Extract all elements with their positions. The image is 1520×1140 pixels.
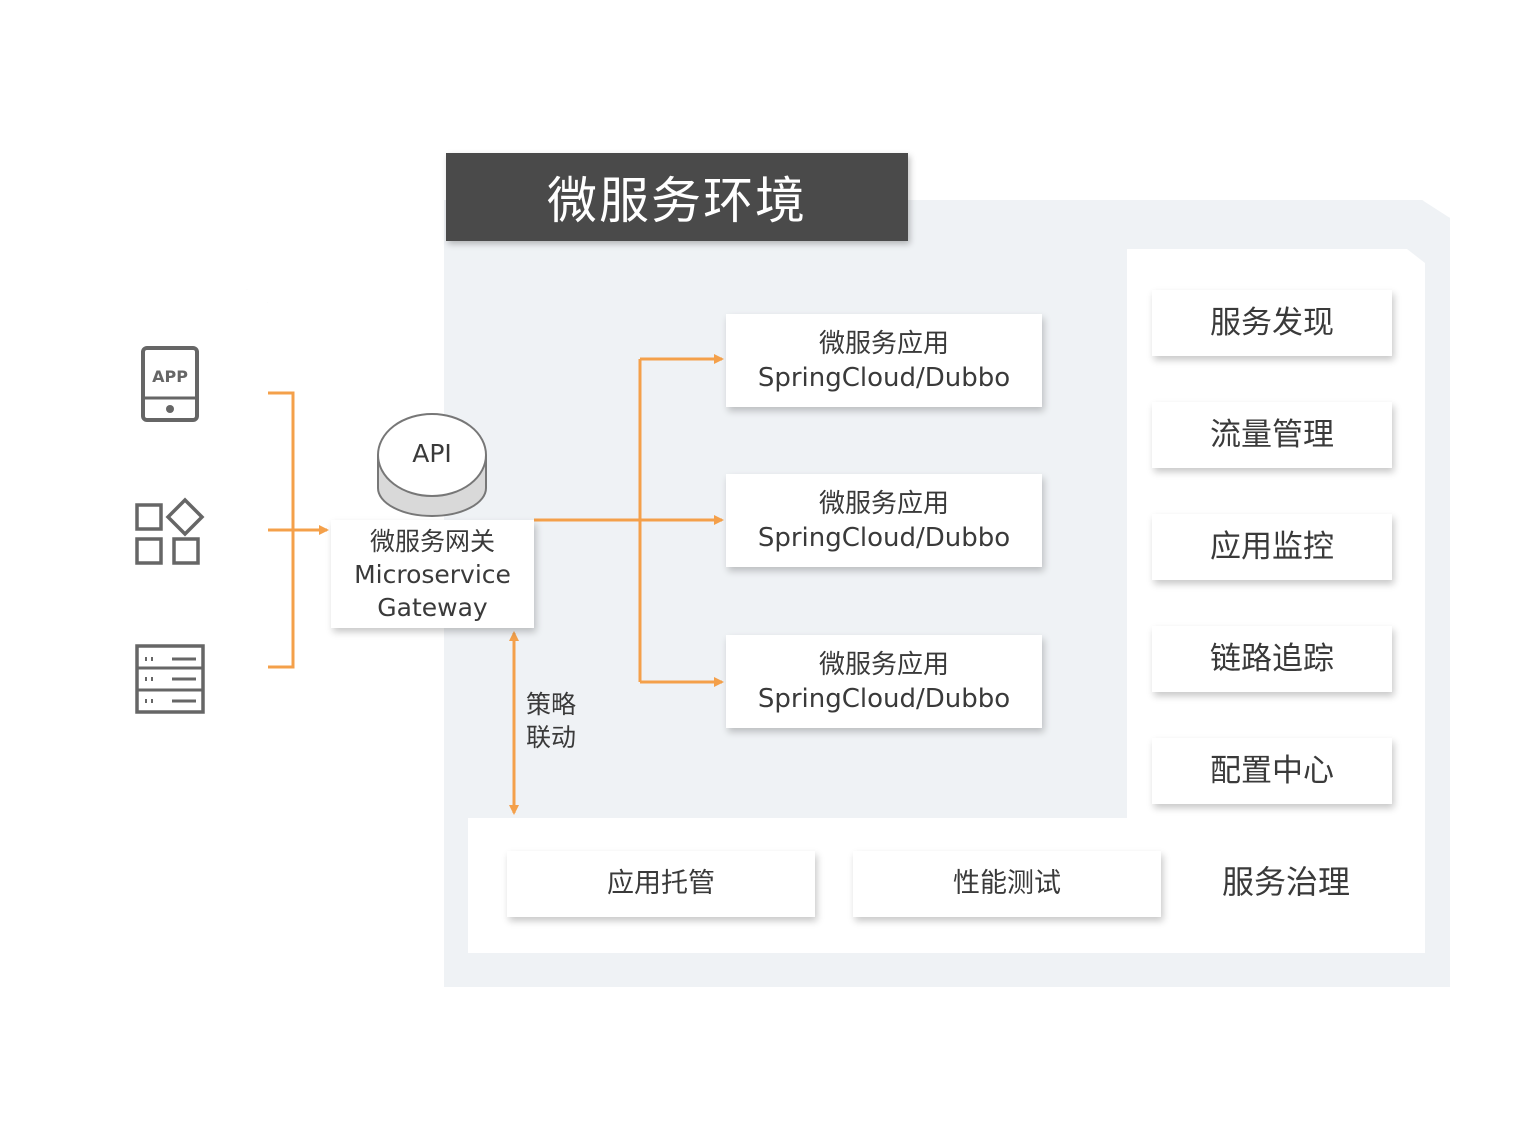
service-card: 微服务应用 SpringCloud/Dubbo <box>726 474 1042 567</box>
api-cylinder-icon <box>377 413 487 517</box>
governance-item-app-monitoring: 应用监控 <box>1152 514 1392 580</box>
clients-to-gateway-connector <box>268 391 329 669</box>
service-name: 微服务应用 <box>818 328 949 359</box>
gateway-card: 微服务网关 Microservice Gateway <box>331 520 534 628</box>
service-governance-title: 服务治理 <box>1222 863 1351 901</box>
server-rack-icon <box>135 644 205 714</box>
service-tech: SpringCloud/Dubbo <box>757 362 1011 393</box>
governance-item-service-discovery: 服务发现 <box>1152 290 1392 356</box>
strategy-line-2: 联动 <box>526 723 577 752</box>
service-tech: SpringCloud/Dubbo <box>757 683 1011 714</box>
apps-grid-icon <box>135 497 205 565</box>
tool-app-hosting: 应用托管 <box>507 851 815 917</box>
gateway-name-cn: 微服务网关 <box>369 526 495 556</box>
app-tablet-icon: APP <box>141 346 199 422</box>
service-card: 微服务应用 SpringCloud/Dubbo <box>726 635 1042 728</box>
governance-item-tracing: 链路追踪 <box>1152 626 1392 692</box>
app-icon-text: APP <box>152 367 188 386</box>
strategy-linkage-label: 策略 联动 <box>526 688 576 754</box>
api-label: API <box>412 439 452 468</box>
gateway-to-services-connector <box>534 354 724 687</box>
strategy-line-1: 策略 <box>526 690 577 719</box>
gateway-name-en-1: Microservice <box>354 559 511 589</box>
service-name: 微服务应用 <box>818 649 949 680</box>
service-tech: SpringCloud/Dubbo <box>757 522 1011 553</box>
service-name: 微服务应用 <box>818 488 949 519</box>
service-card: 微服务应用 SpringCloud/Dubbo <box>726 314 1042 407</box>
environment-title: 微服务环境 <box>446 153 908 241</box>
governance-item-config-center: 配置中心 <box>1152 738 1392 804</box>
gateway-name-en-2: Gateway <box>377 592 488 622</box>
governance-item-traffic-management: 流量管理 <box>1152 402 1392 468</box>
tool-performance-testing: 性能测试 <box>853 851 1161 917</box>
